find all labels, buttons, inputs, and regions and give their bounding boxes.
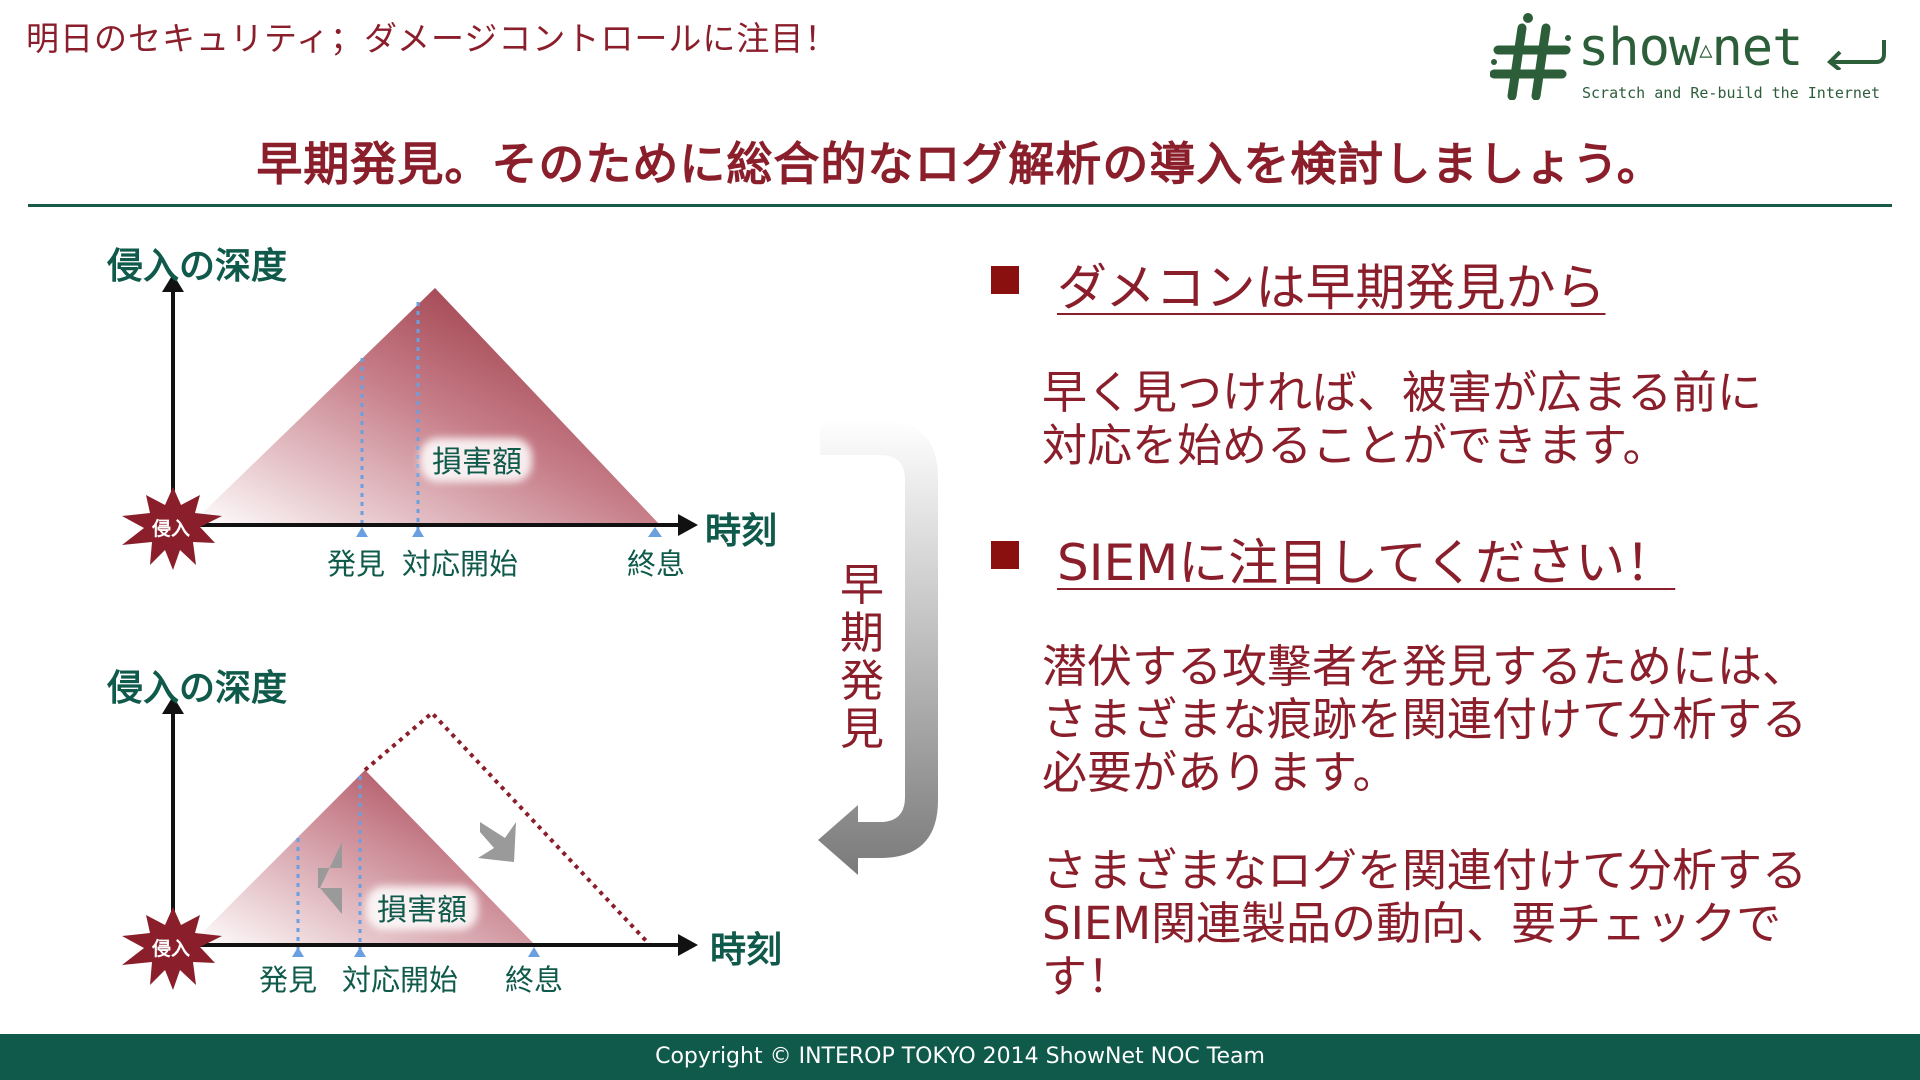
marker-label-end-top: 終息: [627, 547, 685, 581]
x-axis-arrowhead-bottom: [678, 934, 698, 956]
tick-marker-response: [412, 527, 424, 537]
y-axis-arrowhead-top: [162, 274, 184, 292]
shownet-logo: show△net Scratch and Re-build the Intern…: [1490, 8, 1900, 108]
damage-label-bottom: 損害額: [377, 893, 467, 928]
triangle-icon: △: [1699, 38, 1712, 63]
logo-name-a: show: [1578, 18, 1700, 78]
previous-damage-outline: [363, 710, 652, 947]
x-axis-label-bottom: 時刻: [710, 930, 782, 971]
curved-arrow-icon: [818, 420, 938, 875]
shrink-arrow-icon: [478, 822, 516, 862]
marker-label-response-top: 対応開始: [402, 547, 518, 581]
section-heading-early-detection: ダメコンは早期発見から: [1057, 259, 1606, 317]
diagram-top: 侵入 損害額 侵入の深度 時刻 発見 対応開始 終息: [106, 246, 777, 581]
tick-marker-discovery: [356, 527, 368, 537]
early-detection-char-2: 期: [840, 608, 884, 659]
intrusion-burst-bottom: [122, 907, 222, 990]
intrusion-burst-top: [122, 487, 222, 570]
tick-marker-discovery-bottom: [292, 947, 304, 957]
paragraph: 潜伏する攻撃者を発見するためには、さまざまな痕跡を関連付けて分析する必要がありま…: [1042, 640, 1808, 799]
tick-marker-end-bottom: [528, 947, 540, 957]
footer-copyright: Copyright © INTEROP TOKYO 2014 ShowNet N…: [0, 1034, 1920, 1080]
tick-marker-response-bottom: [354, 947, 366, 957]
y-axis-label-top: 侵入の深度: [106, 246, 287, 287]
section-heading-siem: SIEMに注目してください！: [1057, 534, 1676, 592]
paragraph: 早く見つければ、被害が広まる前に対応を始めることができます。: [1042, 366, 1763, 472]
paragraph: さまざまなログを関連付けて分析するSIEM関連製品の動向、要チェックです！: [1042, 844, 1808, 1003]
early-detection-arrow: 早 期 発 見: [818, 420, 938, 875]
section-body-siem: 潜伏する攻撃者を発見するためには、さまざまな痕跡を関連付けて分析する必要がありま…: [1042, 640, 1832, 1003]
bullet-square-icon: [991, 541, 1019, 569]
hash-icon: [1490, 13, 1571, 100]
y-axis-arrowhead-bottom: [162, 696, 184, 714]
x-axis-label-top: 時刻: [705, 511, 777, 552]
y-axis-label-bottom: 侵入の深度: [106, 668, 287, 709]
marker-label-discovery-top: 発見: [327, 547, 385, 581]
damage-label-top: 損害額: [432, 445, 522, 480]
intrusion-badge-bottom: 侵入: [151, 937, 190, 960]
early-detection-char-1: 早: [840, 560, 884, 611]
title-divider: [28, 204, 1892, 207]
bullet-square-icon: [991, 266, 1019, 294]
return-arrow-icon: [1827, 40, 1886, 70]
logo-wordmark: show△net: [1578, 22, 1803, 74]
marker-label-response-bottom: 対応開始: [342, 963, 458, 997]
slide-subtitle: 明日のセキュリティ；ダメージコントロールに注目！: [26, 19, 839, 58]
x-axis-arrowhead-top: [678, 514, 698, 536]
damage-diagrams: 侵入 損害額 侵入の深度 時刻 発見 対応開始 終息 侵入 損害額 侵入の深度 …: [106, 246, 938, 997]
tick-marker-end: [648, 527, 662, 537]
section-body-early-detection: 早く見つければ、被害が広まる前に対応を始めることができます。: [1042, 366, 1802, 472]
early-detection-char-3: 発: [840, 656, 884, 707]
early-detection-char-4: 見: [840, 704, 884, 755]
damage-area-top: [190, 288, 660, 525]
logo-name-b: net: [1711, 18, 1803, 78]
diagram-bottom: 侵入 損害額 侵入の深度 時刻 発見 対応開始 終息: [106, 668, 782, 997]
intrusion-badge-top: 侵入: [151, 517, 190, 540]
slide-headline: 早期発見。そのために総合的なログ解析の導入を検討しましょう。: [256, 137, 1664, 191]
logo-tagline: Scratch and Re-build the Internet: [1582, 84, 1881, 102]
marker-label-discovery-bottom: 発見: [259, 963, 317, 997]
left-shift-arrow-icon: [318, 842, 342, 914]
marker-label-end-bottom: 終息: [505, 963, 563, 997]
